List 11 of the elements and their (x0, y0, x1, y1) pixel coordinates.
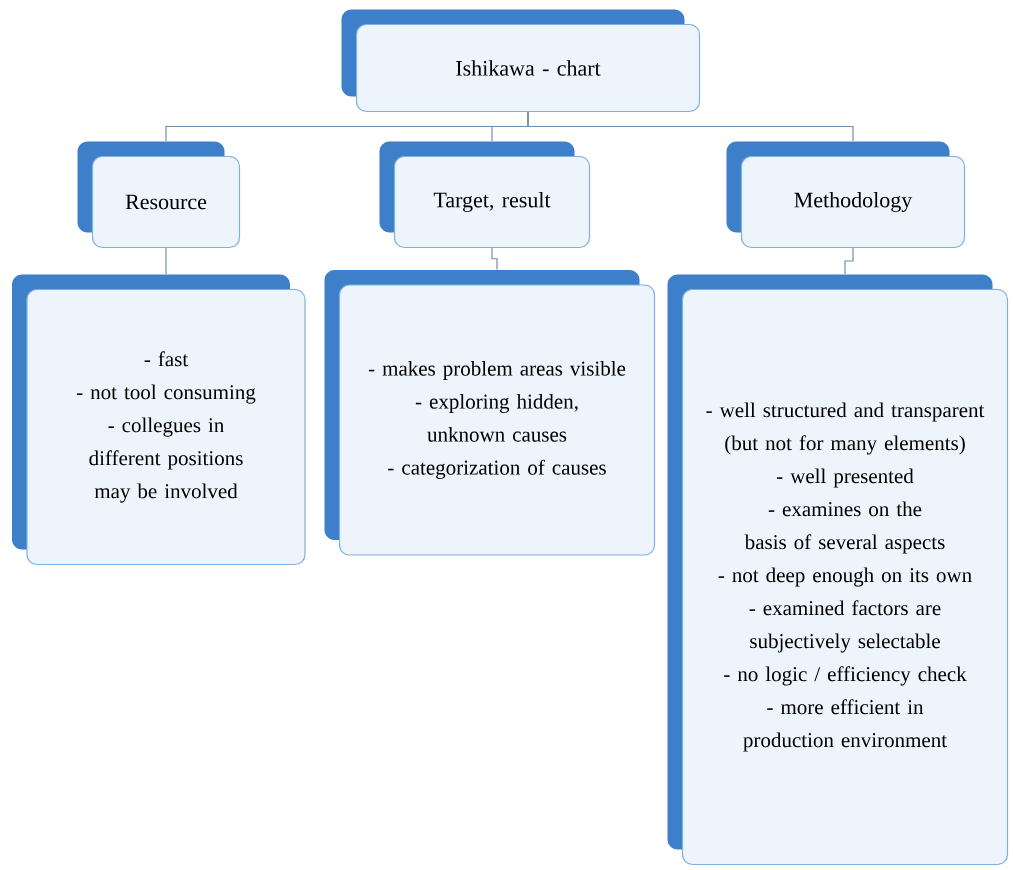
category-box: Target, result (379, 141, 591, 249)
connector-line (491, 247, 498, 270)
text-box: - well structured and transparent (but not for many elements) - well presented - examines on the basis of several aspects - not deep enough on its own - examined factors are subjectively selectable - no logic / efficiency check - more efficient in production environment (667, 274, 1009, 866)
title-box: Ishikawa - chart (341, 9, 701, 113)
text-box: - fast - not tool consuming - collegues in different positions may be involved (12, 274, 306, 566)
connector-line (844, 247, 854, 275)
connector-line (527, 111, 854, 142)
text-box: - makes problem areas visible - exploring hidden, unknown causes - categorization of causes (324, 270, 656, 556)
connector-line (165, 247, 167, 275)
category-box: Methodology (726, 141, 966, 249)
category-box: Resource (77, 141, 241, 249)
